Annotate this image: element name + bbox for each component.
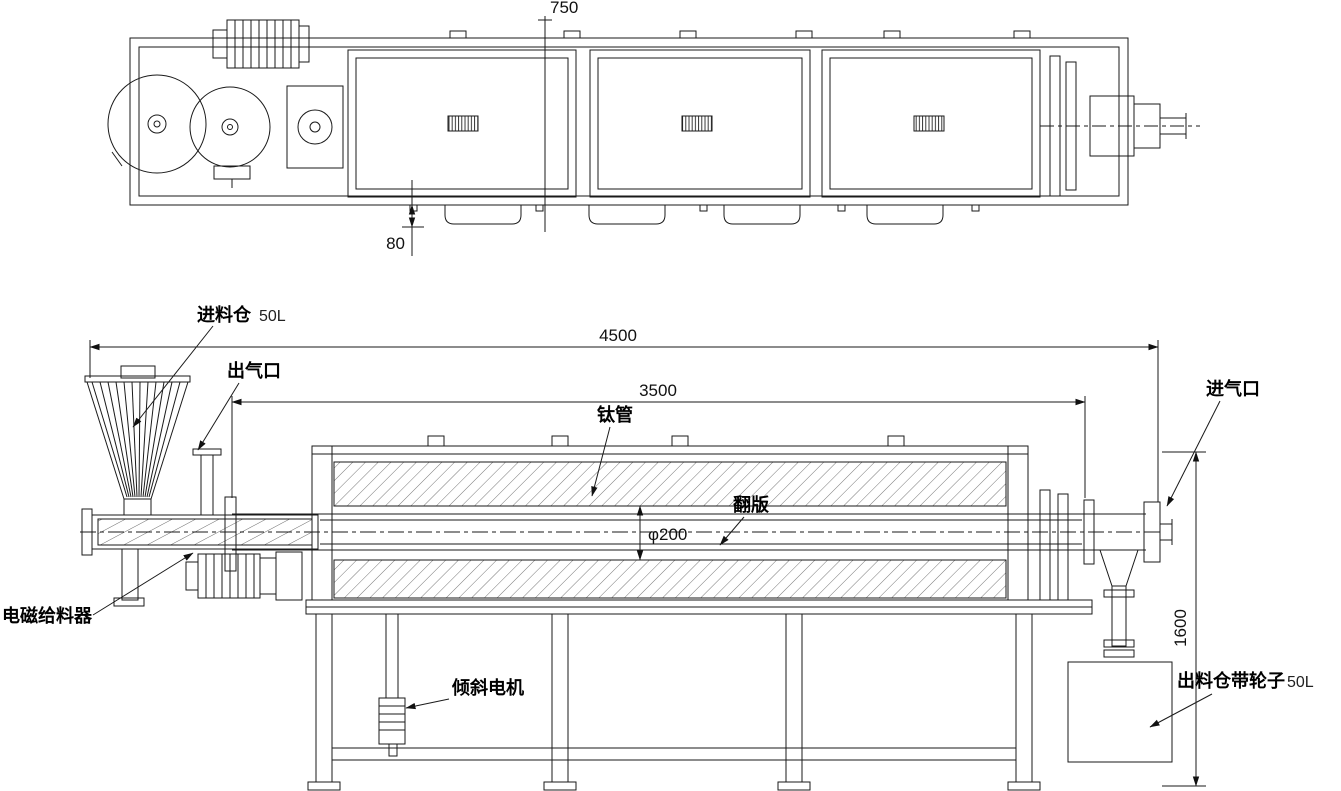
dim-3500-text: 3500 [639,381,677,400]
callout-tilt-motor: 倾斜电机 [405,677,524,710]
titanium-tube-label: 钛管 [597,404,633,425]
gas-inlet-label: 进气口 [1206,378,1260,399]
gearbox-plan [286,85,344,169]
bearing-assembly-plan [1040,55,1200,197]
flip-plate-label: 翻版 [733,494,769,515]
callout-discharge-bin: 出料仓带轮子 50L [1149,670,1314,728]
callout-titanium-tube: 钛管 [591,404,633,497]
gas-outlet-pipe [192,448,222,516]
callout-gas-inlet: 进气口 [1166,378,1260,507]
dim-phi200-text: φ200 [648,525,687,544]
top-view: 750 80 [107,0,1200,256]
callout-feed-hopper: 进料仓 50L [132,304,286,428]
dim-750-text: 750 [550,0,578,17]
dimension-1600: 1600 [1162,451,1206,787]
feed-hopper-label: 进料仓 [197,304,252,325]
dim-80-text: 80 [386,234,405,253]
callout-gas-outlet: 出气口 [197,360,281,451]
dimension-80: 80 [386,180,424,256]
callout-electromagnetic-feeder: 电磁给料器 [2,552,194,626]
tilt-motor-label: 倾斜电机 [451,677,524,698]
machine-frame-plan [129,30,1129,206]
side-view: 4500 3500 [2,304,1314,791]
callout-flip-plate: 翻版 [719,494,769,546]
electromagnetic-feeder-label: 电磁给料器 [2,605,93,626]
discharge-bin-capacity-label: 50L [1287,674,1314,691]
discharge-bin-label: 出料仓带轮子 [1177,670,1285,691]
cover-panel-2 [589,49,811,198]
dimension-phi200: φ200 [636,505,687,561]
outlet-end-assembly [1039,489,1173,601]
feed-hopper [84,365,191,516]
drive-motor-plan [212,19,310,69]
dimension-3500: 3500 [231,381,1086,498]
cover-panel-1 [347,49,577,198]
dim-1600-text: 1600 [1171,609,1190,647]
tilt-actuator [378,613,406,757]
dimension-750: 750 [538,0,578,232]
furnace-body [311,435,1029,601]
rotary-tube [80,513,1164,551]
cover-panel-3 [821,49,1041,198]
dim-4500-text: 4500 [599,326,637,345]
feeder-motor [185,551,303,601]
feed-hopper-capacity-label: 50L [259,308,286,325]
discharge-assembly [1067,549,1173,763]
discharge-bin-box [1067,661,1173,763]
support-frame [305,599,1093,791]
dimension-4500: 4500 [89,326,1159,502]
drive-pulleys [107,74,271,188]
gas-outlet-label: 出气口 [227,360,281,381]
bottom-handles-plan [409,204,980,225]
